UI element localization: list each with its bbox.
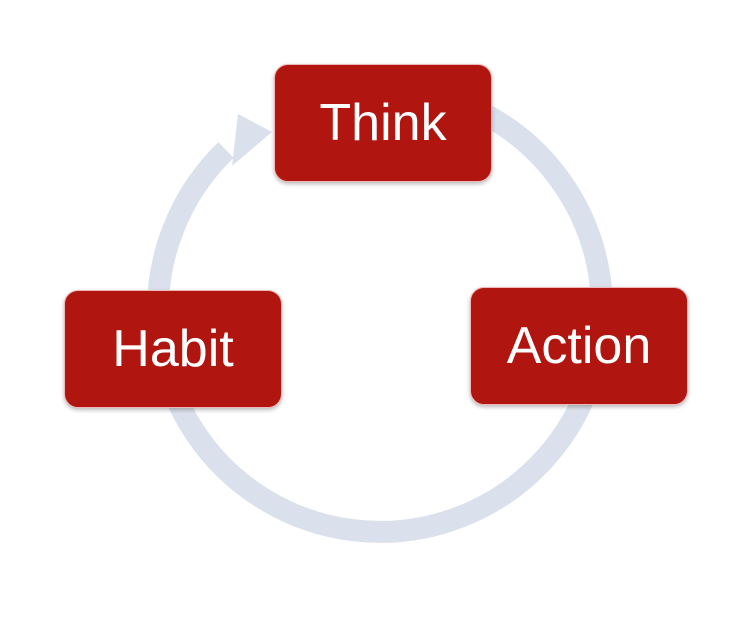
think-box: Think	[274, 64, 492, 182]
think-label: Think	[319, 94, 447, 152]
habit-box: Habit	[64, 290, 282, 408]
habit-label: Habit	[112, 320, 234, 378]
action-label: Action	[506, 317, 652, 375]
arrowhead-icon	[232, 114, 272, 166]
action-box: Action	[470, 287, 688, 405]
